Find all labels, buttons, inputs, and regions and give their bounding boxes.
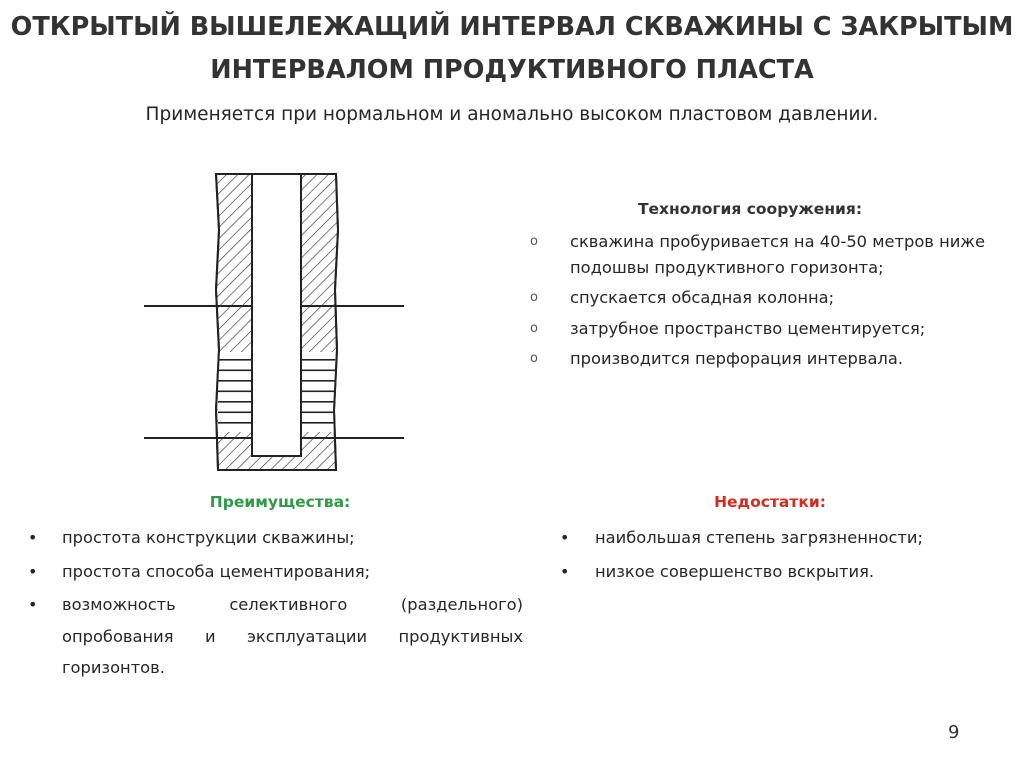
bullet-icon: • [560, 561, 570, 581]
list-item: •простота способа цементирования; [28, 556, 523, 588]
casing-string [251, 173, 302, 457]
circle-bullet-icon: o [530, 234, 538, 249]
list-item: •наибольшая степень загрязненности; [560, 522, 1000, 554]
advantages-heading: Преимущества: [209, 493, 351, 511]
subtitle: Применяется при нормальном и аномально в… [145, 104, 879, 125]
bullet-icon: • [28, 595, 38, 614]
technology-heading: Технология сооружения: [637, 200, 863, 218]
circle-bullet-icon: o [530, 320, 538, 336]
page-title: ОТКРЫТЫЙ ВЫШЕЛЕЖАЩИЙ ИНТЕРВАЛ СКВАЖИНЫ С… [10, 12, 1014, 85]
disadvantages-heading: Недостатки: [714, 493, 826, 511]
circle-bullet-icon: o [530, 351, 538, 366]
bullet-icon: • [28, 561, 38, 581]
bullet-icon: • [560, 528, 570, 547]
list-item: •простота конструкции скважины; [28, 522, 523, 554]
disadvantages-list: •наибольшая степень загрязненности; •низ… [560, 522, 1000, 589]
circle-bullet-icon: o [530, 290, 538, 305]
page-number: 9 [948, 722, 960, 743]
bullet-icon: • [28, 528, 38, 547]
well-diagram [144, 173, 404, 471]
advantages-list: •простота конструкции скважины; •простот… [28, 522, 523, 686]
list-item: •возможность селективного (раздельного) … [28, 589, 523, 684]
list-item: •низкое совершенство вскрытия. [560, 556, 1000, 588]
